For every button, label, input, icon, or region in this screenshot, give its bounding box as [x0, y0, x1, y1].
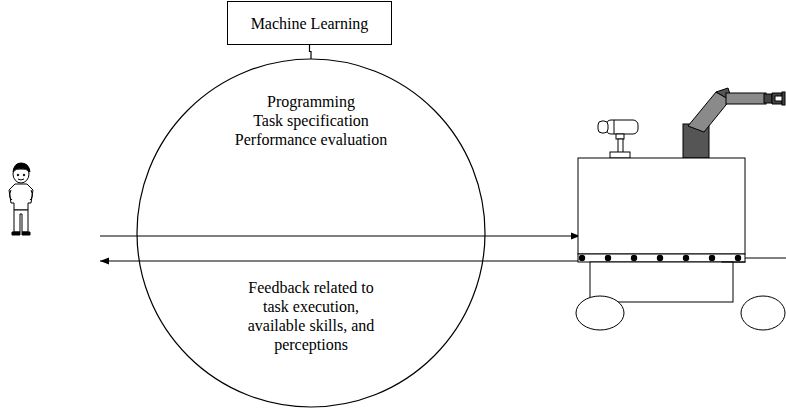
node-text: Programming	[267, 92, 355, 111]
interaction-circle: ProgrammingTask specificationPerformance…	[136, 58, 486, 408]
bumper-dot	[605, 255, 611, 261]
circle-outline	[136, 58, 486, 408]
connector-line	[310, 45, 312, 59]
bumper-edge	[745, 258, 786, 259]
mobile-robot	[576, 88, 785, 330]
node-text: Task specification	[253, 111, 369, 130]
node-text: Machine Learning	[251, 14, 369, 33]
bumper-dot	[735, 255, 741, 261]
bumper-dot	[709, 255, 715, 261]
bumper-dot	[657, 255, 663, 261]
bumper-dot	[683, 255, 689, 261]
bumper-dot	[631, 255, 637, 261]
command-arrow	[100, 235, 580, 236]
feedback-arrow	[100, 260, 578, 261]
learning-box: Machine Learning	[227, 1, 392, 45]
circle-outline	[137, 59, 485, 407]
node-text: Feedback related to task execution, avai…	[247, 278, 375, 354]
bumper-dots	[579, 255, 741, 261]
bumper-dot	[579, 255, 585, 261]
person-figure	[9, 163, 33, 235]
node-text: Performance evaluation	[235, 130, 387, 149]
